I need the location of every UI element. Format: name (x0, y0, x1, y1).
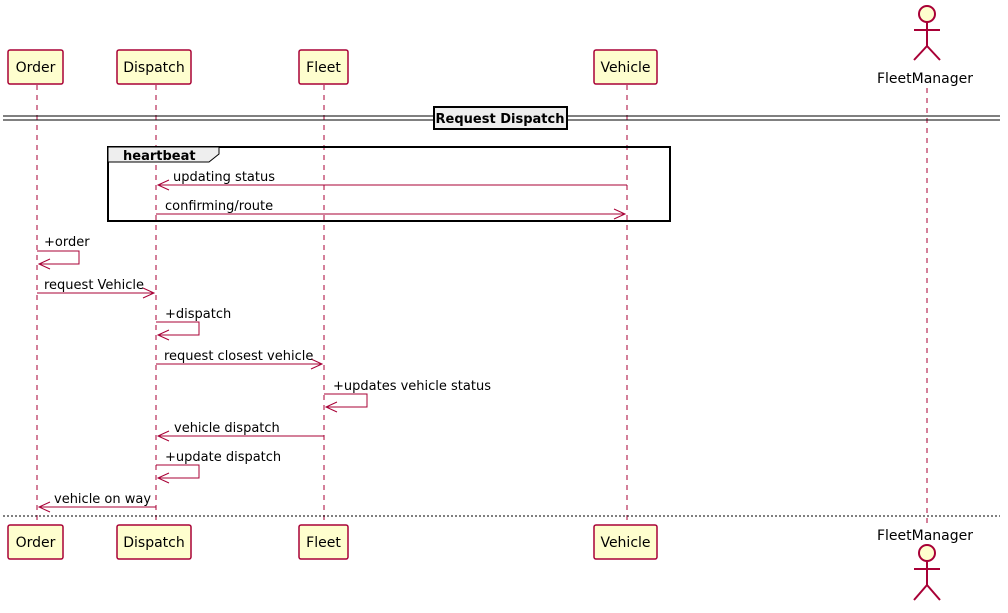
message-vehicle-on-way: vehicle on way (37, 492, 156, 513)
message-vehicle-dispatch: vehicle dispatch (156, 421, 324, 442)
message-request-closest-vehicle: request closest vehicle (156, 349, 324, 370)
divider-label: Request Dispatch (436, 112, 565, 127)
participant-fleet-label: Fleet (306, 535, 341, 551)
participant-order-label: Order (16, 60, 56, 76)
message-confirming-route: confirming/route (156, 199, 627, 220)
group-heartbeat: heartbeat (107, 146, 671, 222)
actor-icon (918, 544, 936, 562)
message-label: +updates vehicle status (333, 379, 491, 394)
divider-request-dispatch: Request Dispatch (3, 106, 1000, 130)
participant-dispatch-bottom: Dispatch (116, 524, 192, 560)
participant-fleet-bottom: Fleet (298, 524, 349, 560)
actor-fleet-manager-top: FleetManager (877, 5, 973, 87)
message-label: +update dispatch (165, 450, 281, 465)
message-self-update-dispatch: +update dispatch (156, 450, 281, 484)
message-request-vehicle: request Vehicle (37, 278, 156, 299)
participant-vehicle-label: Vehicle (600, 60, 650, 76)
actor-icon (918, 5, 936, 23)
participant-order-bottom: Order (7, 524, 64, 560)
participant-fleet-top: Fleet (298, 49, 349, 85)
message-self-dispatch: +dispatch (156, 307, 231, 341)
actor-fleet-manager-label: FleetManager (877, 71, 973, 87)
participant-order-top: Order (7, 49, 64, 85)
message-self-updates-vehicle-status: +updates vehicle status (324, 379, 491, 413)
message-label: updating status (173, 170, 275, 185)
participant-dispatch-label: Dispatch (123, 535, 185, 551)
message-label: vehicle on way (54, 492, 151, 507)
message-label: request closest vehicle (164, 349, 313, 364)
message-label: request Vehicle (44, 278, 144, 293)
participant-vehicle-bottom: Vehicle (593, 524, 658, 560)
message-label: confirming/route (165, 199, 273, 214)
message-label: +order (44, 235, 90, 250)
message-label: vehicle dispatch (174, 421, 280, 436)
participant-order-label: Order (16, 535, 56, 551)
participant-dispatch-label: Dispatch (123, 60, 185, 76)
message-label: +dispatch (165, 307, 231, 322)
participant-fleet-label: Fleet (306, 60, 341, 76)
participant-vehicle-top: Vehicle (593, 49, 658, 85)
message-self-order: +order (37, 235, 90, 270)
participant-vehicle-label: Vehicle (600, 535, 650, 551)
actor-fleet-manager-bottom: FleetManager (877, 528, 973, 601)
participant-dispatch-top: Dispatch (116, 49, 192, 85)
group-label: heartbeat (123, 149, 196, 164)
message-updating-status: updating status (156, 170, 627, 191)
actor-fleet-manager-label: FleetManager (877, 528, 973, 544)
